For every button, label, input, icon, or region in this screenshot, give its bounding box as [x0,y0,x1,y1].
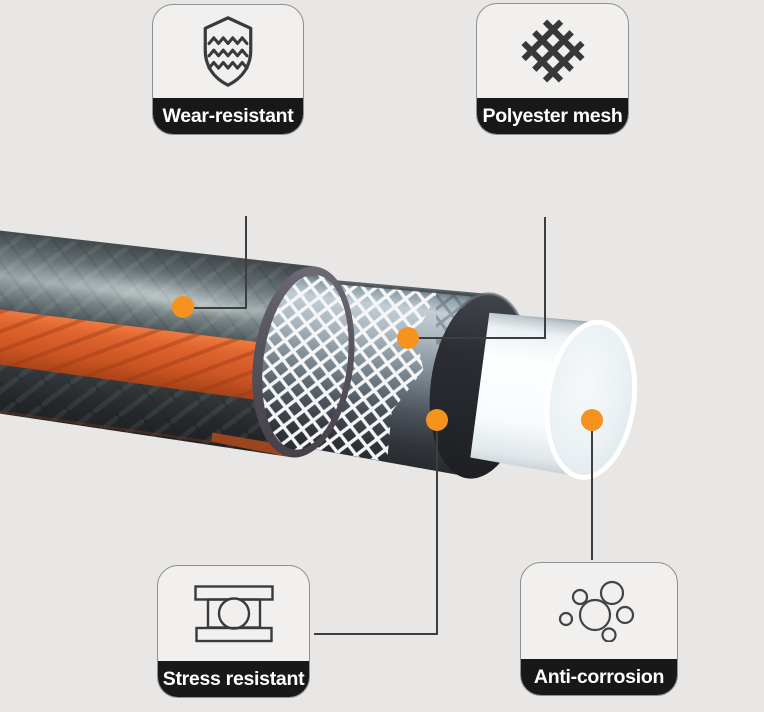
feature-card-anti-corrosion: Anti-corrosion [520,562,678,696]
callout-dot-polyester-mesh [397,327,419,349]
feature-card-wear-resistant: Wear-resistant [152,4,304,135]
card-label: Anti-corrosion [521,659,677,695]
card-label: Wear-resistant [153,98,303,134]
card-label: Polyester mesh [477,98,628,134]
feature-card-stress-resistant: Stress resistant [157,565,310,698]
shield-waves-icon [203,15,253,87]
connector-wear-resistant [194,216,247,309]
callout-dot-stress-resistant [426,409,448,431]
connector-stress-resistant [314,431,438,635]
callout-dots [172,296,603,431]
hose-body [0,227,638,480]
card-label: Stress resistant [158,661,309,697]
callout-dot-wear-resistant [172,296,194,318]
callout-dot-anti-corrosion [581,409,603,431]
bubbles-icon [558,580,635,642]
connector-polyester-mesh [419,217,546,339]
mesh-lattice-icon [520,19,585,83]
callout-connectors [194,216,593,635]
hose-outer-cut-ring [252,266,355,458]
hose-outer-layer [0,227,355,458]
feature-card-polyester-mesh: Polyester mesh [476,3,629,135]
hose-inner-tube [470,312,638,480]
compression-ball-icon [193,584,274,642]
